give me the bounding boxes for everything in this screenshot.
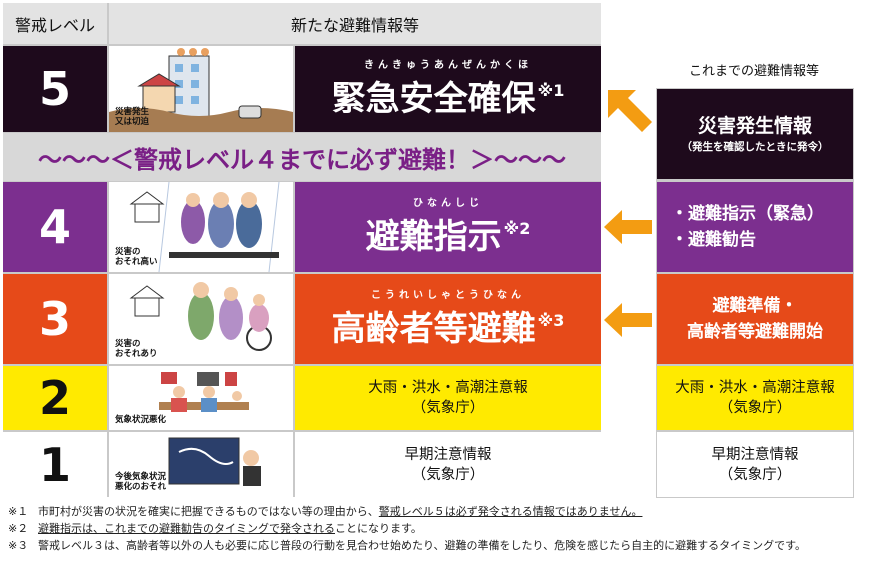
flooded-building-illustration <box>109 48 293 132</box>
level-4-title: 避難指示※2 <box>365 217 531 257</box>
level-3-number: 3 <box>3 274 107 364</box>
level-4-illustration: 災害のおそれ高い <box>109 182 293 272</box>
level-3-info: こうれいしゃとうひなん 高齢者等避難※3 <box>295 274 601 364</box>
level-5-info: きんきゅうあんぜんかくほ 緊急安全確保※1 <box>295 46 601 132</box>
family-checking-weather-illustration <box>159 372 249 412</box>
previous-info-title: これまでの避難情報等 <box>688 64 819 79</box>
header-level-label: 警戒レベル <box>3 3 107 44</box>
level-3-title: 高齢者等避難※3 <box>331 309 565 349</box>
left-arrow-icon-level-3 <box>604 303 652 337</box>
level-1-illustration: 今後気象状況悪化のおそれ <box>109 432 293 497</box>
level-1-line-1: 早期注意情報 <box>404 446 492 463</box>
level-3-ruby: こうれいしゃとうひなん <box>371 290 525 301</box>
level-5-ruby: きんきゅうあんぜんかくほ <box>364 60 532 71</box>
level-2-caption: 気象状況悪化 <box>115 415 167 425</box>
level-4-caption: 災害のおそれ高い <box>115 247 158 267</box>
left-arrow-icon-level-4 <box>604 210 652 244</box>
level-2-line-2: （気象庁） <box>411 400 485 416</box>
level-2-info: 大雨・洪水・高潮注意報 （気象庁） <box>295 366 601 430</box>
level-4-note-mark: ※2 <box>503 219 531 238</box>
footnote-2: ※２ 避難指示は、これまでの避難勧告のタイミングで発令されることになります。 <box>8 522 422 535</box>
previous-level-2-info: 大雨・洪水・高潮注意報 （気象庁） <box>657 366 853 430</box>
level-4-info: ひなんしじ 避難指示※2 <box>295 182 601 272</box>
level-1-number: 1 <box>3 432 107 497</box>
level-1-line-2: （気象庁） <box>411 466 485 483</box>
previous-evacuation-order-emergency: ・避難指示（緊急） ・避難勧告 <box>657 182 853 272</box>
evacuate-by-level-4-banner: 〜〜〜＜警戒レベル４までに必ず避難！＞〜〜〜 <box>3 133 601 181</box>
level-1-info: 早期注意情報 （気象庁） <box>295 432 601 497</box>
level-3-illustration: 災害のおそれあり <box>109 274 293 364</box>
diagonal-arrow-icon <box>608 90 652 132</box>
level-3-note-mark: ※3 <box>537 311 565 330</box>
level-5-number: 5 <box>3 46 107 132</box>
level-4-ruby: ひなんしじ <box>413 198 483 209</box>
previous-evacuation-preparation: 避難準備・ 高齢者等避難開始 <box>657 274 853 364</box>
level-5-note-mark: ※1 <box>537 81 565 100</box>
footnote-3: ※３ 警戒レベル３は、高齢者等以外の人も必要に応じ普段の行動を見合わせ始めたり、… <box>8 539 807 552</box>
level-5-caption: 災害発生又は切迫 <box>115 107 150 127</box>
evacuating-people-rain-illustration <box>129 182 280 272</box>
level-2-illustration: 気象状況悪化 <box>109 366 293 430</box>
level-4-number: 4 <box>3 182 107 272</box>
level-2-number: 2 <box>3 366 107 430</box>
footnote-1: ※１ 市町村が災害の状況を確実に把握できるものではない等の理由から、警戒レベル５… <box>8 505 643 518</box>
elderly-evacuation-illustration <box>129 282 272 351</box>
level-3-caption: 災害のおそれあり <box>115 339 158 359</box>
previous-disaster-occurrence-info: 災害発生情報 （発生を確認したときに発令） <box>657 89 853 179</box>
level-2-line-1: 大雨・洪水・高潮注意報 <box>368 380 528 396</box>
previous-level-1-info: 早期注意情報 （気象庁） <box>657 432 853 497</box>
header-new-info-label: 新たな避難情報等 <box>109 3 601 44</box>
level-5-title: 緊急安全確保※1 <box>331 79 565 119</box>
weather-forecast-tv-illustration <box>168 437 261 486</box>
level-5-illustration: 災害発生又は切迫 <box>109 46 293 132</box>
footnotes: ※１ 市町村が災害の状況を確実に把握できるものではない等の理由から、警戒レベル５… <box>8 503 874 554</box>
level-1-caption: 今後気象状況悪化のおそれ <box>115 472 167 492</box>
